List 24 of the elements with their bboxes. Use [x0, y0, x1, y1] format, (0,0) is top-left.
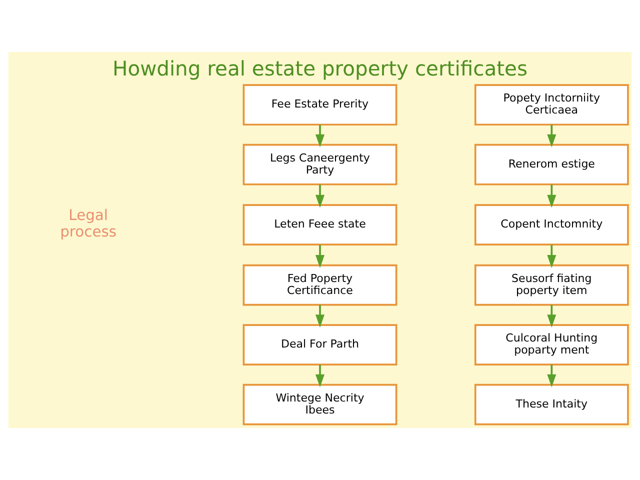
arrow: [547, 364, 556, 388]
arrow: [547, 244, 556, 268]
diagram-title: Howding real estate property certificates: [112, 56, 528, 81]
arrow: [547, 304, 556, 328]
node-box: Fed Poperty Certificance: [242, 264, 398, 306]
node-box: Renerom estige: [474, 144, 629, 186]
arrow: [315, 304, 325, 328]
arrow: [315, 184, 325, 208]
node-box: These Intaity: [474, 384, 629, 426]
node-box: Deal For Parth: [242, 324, 398, 366]
node-box: Culcoral Hunting poparty ment: [474, 324, 629, 366]
node-box: Copent Inctomnity: [474, 204, 629, 246]
node-box: Leten Feee state: [242, 204, 398, 246]
node-box: Seusorf fiating poperty item: [474, 264, 629, 306]
node-box: Legs Caneergenty Party: [242, 144, 398, 186]
arrow: [547, 184, 556, 208]
node-box: Fee Estate Prerity: [242, 84, 398, 126]
label: Legal process: [60, 207, 117, 241]
arrow: [315, 364, 325, 388]
node-box: Wintege Necrity Ibees: [242, 384, 398, 426]
arrow: [547, 124, 556, 148]
arrow: [315, 244, 325, 268]
node-box: Popety Inctorniity Certicaea: [474, 84, 629, 126]
arrow: [315, 124, 325, 148]
